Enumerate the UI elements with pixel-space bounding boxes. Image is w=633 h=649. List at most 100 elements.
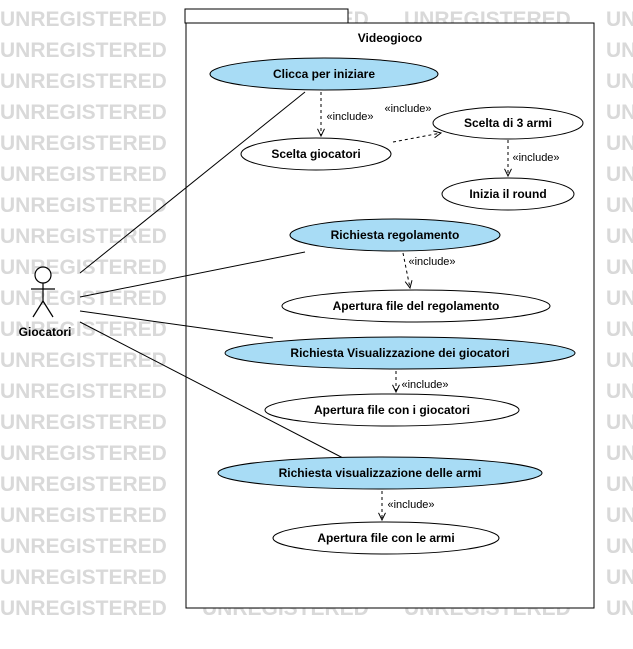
use-case-clicca[interactable]: Clicca per iniziare xyxy=(209,57,439,91)
watermark-text: UNREGISTERED xyxy=(0,225,167,248)
include-relation: «include» xyxy=(402,252,456,290)
watermark-text: UNREGISTERED xyxy=(606,566,633,589)
watermark-text: UNREGISTERED xyxy=(0,566,167,589)
include-arrowhead-icon xyxy=(378,512,386,522)
use-case-apertura-regolamento[interactable]: Apertura file del regolamento xyxy=(281,289,551,323)
watermark-text: UNREGISTERED xyxy=(606,101,633,124)
include-relations: «include» «include» «include» «include» «inc… xyxy=(317,92,560,522)
watermark-text: UNREGISTERED xyxy=(0,287,167,310)
actor-giocatori[interactable]: Giocatori xyxy=(19,266,72,339)
watermark-text: UNREGISTERED xyxy=(606,318,633,341)
association-line xyxy=(79,310,274,339)
use-case-ellipse xyxy=(240,137,392,171)
watermark-text: UNREGISTERED xyxy=(606,256,633,279)
use-case-label: Apertura file con le armi xyxy=(317,531,454,545)
watermark-text: UNREGISTERED xyxy=(606,225,633,248)
include-label: «include» xyxy=(326,111,373,123)
use-case-ellipse xyxy=(289,218,501,252)
watermark-text: UNREGISTERED xyxy=(0,597,167,620)
include-arrowhead-icon xyxy=(504,168,512,178)
watermark-text: UNREGISTERED xyxy=(606,8,633,31)
watermark-text: UNREGISTERED xyxy=(0,256,167,279)
watermark-text: UNREGISTERED xyxy=(606,132,633,155)
watermark-text: UNREGISTERED xyxy=(0,349,167,372)
use-case-label: Apertura file del regolamento xyxy=(333,299,500,313)
include-relation: «include» xyxy=(392,371,449,394)
watermark-text: UNREGISTERED xyxy=(0,318,167,341)
watermark-text: UNREGISTERED xyxy=(0,8,167,31)
watermark-text: UNREGISTERED xyxy=(606,287,633,310)
use-case-ellipse xyxy=(209,57,439,91)
use-case-label: Scelta di 3 armi xyxy=(464,116,552,130)
watermark-text: UNREGISTERED xyxy=(606,442,633,465)
use-case-label: Richiesta Visualizzazione dei giocatori xyxy=(290,346,509,360)
association-line xyxy=(79,251,306,298)
include-arrowhead-icon xyxy=(392,384,400,394)
watermark-text: UNREGISTERED xyxy=(0,39,167,62)
actor-name: Giocatori xyxy=(19,325,72,339)
watermark-text: UNREGISTERED xyxy=(0,473,167,496)
use-case-ellipse xyxy=(272,521,500,555)
include-arrowhead-icon xyxy=(433,130,443,139)
include-label: «include» xyxy=(408,256,455,268)
include-label: «include» xyxy=(512,152,559,164)
watermark-text: UNREGISTERED xyxy=(606,39,633,62)
use-case-ellipse xyxy=(224,336,576,370)
include-label: «include» xyxy=(384,103,431,115)
use-case-label: Clicca per iniziare xyxy=(273,67,375,81)
association-line xyxy=(79,91,306,274)
watermark-text: UNREGISTERED xyxy=(0,70,167,93)
include-relation: «include» xyxy=(378,491,435,522)
watermark-text: UNREGISTERED xyxy=(0,194,167,217)
use-case-richiesta-giocatori[interactable]: Richiesta Visualizzazione dei giocatori xyxy=(224,336,576,370)
use-case-label: Richiesta visualizzazione delle armi xyxy=(279,466,482,480)
use-case-scelta-armi[interactable]: Scelta di 3 armi xyxy=(432,106,584,140)
use-case-apertura-giocatori[interactable]: Apertura file con i giocatori xyxy=(264,393,520,427)
watermark-text: UNREGISTERED xyxy=(0,101,167,124)
watermark-text: UNREGISTERED xyxy=(606,194,633,217)
watermark-text: UNREGISTERED xyxy=(606,597,633,620)
use-case-inizia-round[interactable]: Inizia il round xyxy=(441,177,575,211)
include-relation: «include» xyxy=(504,140,560,178)
use-case-ellipse xyxy=(432,106,584,140)
use-case-label: Scelta giocatori xyxy=(271,147,360,161)
watermark-text: UNREGISTERED xyxy=(606,535,633,558)
include-relation: «include» xyxy=(384,103,443,143)
use-case-apertura-armi[interactable]: Apertura file con le armi xyxy=(272,521,500,555)
use-case-ellipse xyxy=(264,393,520,427)
watermark-text: UNREGISTERED xyxy=(0,442,167,465)
watermark-text: UNREGISTERED xyxy=(0,411,167,434)
use-case-label: Richiesta regolamento xyxy=(331,228,460,242)
watermark-text: UNREGISTERED xyxy=(606,70,633,93)
include-relation: «include» xyxy=(317,92,374,138)
use-case-ellipse xyxy=(281,289,551,323)
include-arrowhead-icon xyxy=(317,128,325,138)
watermark-text: UNREGISTERED xyxy=(606,473,633,496)
use-case-label: Inizia il round xyxy=(469,187,546,201)
watermark-text: UNREGISTERED xyxy=(0,535,167,558)
watermark-text: UNREGISTERED xyxy=(0,380,167,403)
watermark-text: UNREGISTERED xyxy=(0,132,167,155)
system-tab xyxy=(184,8,349,24)
watermark-text: UNREGISTERED xyxy=(0,163,167,186)
association-line xyxy=(79,321,344,459)
watermark-text: UNREGISTERED xyxy=(606,349,633,372)
use-case-ellipse xyxy=(441,177,575,211)
include-dashed-line xyxy=(392,132,442,143)
include-arrowhead-icon xyxy=(404,280,413,290)
use-case-richiesta-armi[interactable]: Richiesta visualizzazione delle armi xyxy=(217,456,543,490)
include-label: «include» xyxy=(387,499,434,511)
associations xyxy=(79,91,344,459)
watermark-text: UNREGISTERED xyxy=(606,504,633,527)
stick-figure-icon xyxy=(31,266,55,318)
use-case-scelta-giocatori[interactable]: Scelta giocatori xyxy=(240,137,392,171)
system-title: Videogioco xyxy=(358,31,422,45)
use-case-richiesta-regolamento[interactable]: Richiesta regolamento xyxy=(289,218,501,252)
watermark-text: UNREGISTERED xyxy=(606,163,633,186)
use-case-label: Apertura file con i giocatori xyxy=(314,403,470,417)
use-case-ellipse xyxy=(217,456,543,490)
watermark-text: UNREGISTERED xyxy=(606,411,633,434)
watermark-text: UNREGISTERED xyxy=(0,504,167,527)
